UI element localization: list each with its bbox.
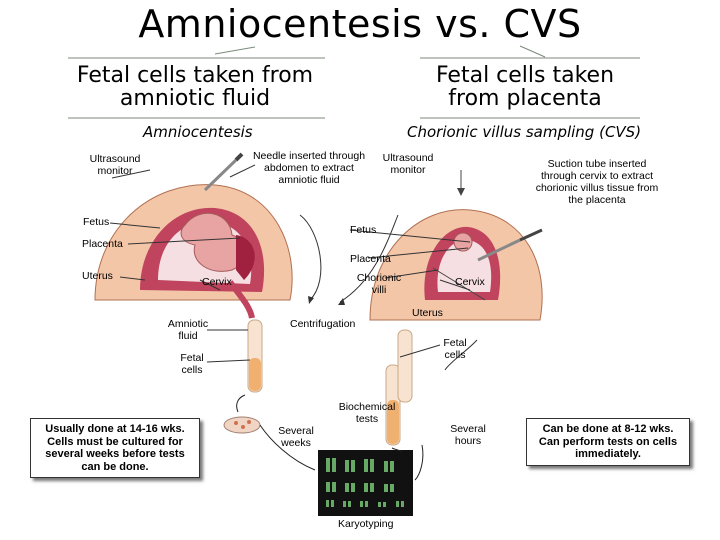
petri-dish: [223, 416, 261, 434]
left-tube: [247, 319, 263, 393]
left-cervix-label: Cervix: [202, 276, 232, 288]
process-arrows: [236, 394, 424, 481]
karyotyping-label: Karyotyping: [338, 518, 394, 530]
needle-label: Needle inserted through abdomen to extra…: [252, 150, 366, 186]
right-uterus-label: Uterus: [412, 307, 443, 319]
cvs-anatomy: [338, 170, 543, 371]
several-hours-label: Several hours: [450, 423, 486, 447]
right-fetus-label: Fetus: [350, 224, 377, 236]
leader-lines: [109, 164, 471, 363]
right-ultrasound-label: Ultrasound monitor: [382, 152, 434, 176]
amniotic-fluid-label: Amniotic fluid: [167, 318, 209, 342]
chorionic-villi-label: Chorionic villi: [356, 272, 402, 296]
right-fetal-cells-label: Fetal cells: [443, 337, 467, 361]
page-title: Amniocentesis vs. CVS: [138, 2, 582, 46]
left-ultrasound-label: Ultrasound monitor: [89, 153, 141, 177]
left-uterus-label: Uterus: [82, 270, 113, 282]
centrifugation-label: Centrifugation: [290, 318, 356, 330]
left-fetus-label: Fetus: [83, 216, 110, 228]
cvs-note: Can be done at 8-12 wks. Can perform tes…: [526, 418, 690, 466]
suction-tube-label: Suction tube inserted through cervix to …: [535, 158, 659, 206]
karyotype-image: [318, 450, 413, 516]
cvs-heading: Chorionic villus sampling (CVS): [407, 123, 642, 141]
amniocentesis-note: Usually done at 14-16 wks. Cells must be…: [30, 418, 200, 478]
amnio-anatomy: [94, 152, 322, 319]
left-subtitle: Fetal cells taken from amniotic fluid: [76, 63, 314, 111]
right-placenta-label: Placenta: [350, 253, 391, 265]
amniocentesis-heading: Amniocentesis: [143, 123, 253, 141]
header-rules: [68, 45, 640, 119]
center-tube: [397, 329, 413, 403]
right-tube: [385, 364, 401, 446]
left-fetal-cells-label: Fetal cells: [180, 352, 204, 376]
biochemical-tests-label: Biochemical tests: [338, 401, 396, 425]
left-placenta-label: Placenta: [82, 238, 123, 250]
right-cervix-label: Cervix: [455, 276, 485, 288]
several-weeks-label: Several weeks: [278, 425, 314, 449]
right-subtitle: Fetal cells taken from placenta: [435, 63, 615, 111]
